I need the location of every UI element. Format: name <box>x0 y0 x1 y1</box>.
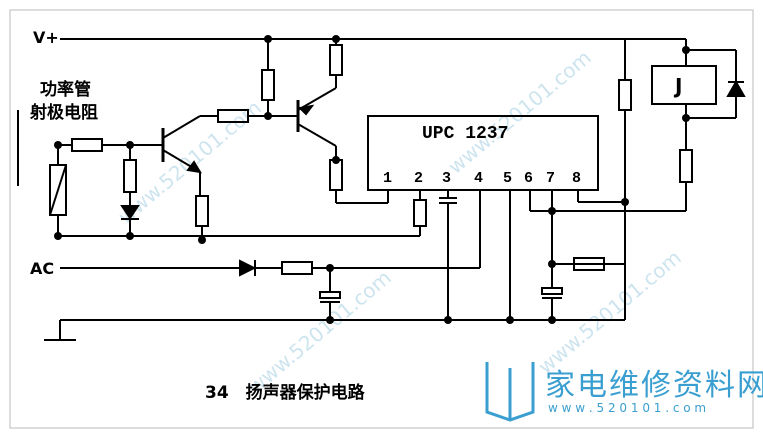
ac-diode <box>239 259 257 277</box>
ic-pin-4: 4 <box>474 170 484 187</box>
pin7-capacitor <box>541 287 563 295</box>
right-resistor <box>618 79 632 111</box>
ac-capacitor <box>319 291 341 299</box>
emitter-label-2: 射极电阻 <box>30 103 98 123</box>
vplus-label: V+ <box>33 28 59 47</box>
relay-j <box>651 65 717 105</box>
input-resistor <box>71 138 103 152</box>
watermark-brand: 家电维修资料网 <box>545 368 763 403</box>
t2-collector-resistor <box>329 159 343 191</box>
relay-diode <box>726 79 746 97</box>
ac-resistor <box>281 261 313 275</box>
relay-resistor <box>679 149 693 183</box>
bias-diode <box>120 205 140 220</box>
ic-pin-7: 7 <box>546 170 556 187</box>
ic-pin-2: 2 <box>414 170 424 187</box>
ic-pin-1: 1 <box>383 170 393 187</box>
diagram-caption: 34 扬声器保护电路 <box>205 383 365 403</box>
ic-pin-3: 3 <box>442 170 452 187</box>
emitter-label-1: 功率管 <box>40 80 91 100</box>
bias-resistor <box>123 159 137 193</box>
watermark-url: w w w . 5 2 0 1 0 1 . c o m <box>548 401 707 415</box>
t2-emitter-resistor <box>329 44 343 76</box>
ic-name: UPC 1237 <box>422 124 509 144</box>
t1-emitter-resistor <box>195 195 209 227</box>
ac-label: AC <box>30 259 55 278</box>
ic-pin-6: 6 <box>524 170 534 187</box>
relay-label: J <box>675 74 683 98</box>
ic-pin-8: 8 <box>572 170 582 187</box>
ic-pin-5: 5 <box>503 170 513 187</box>
pin2-resistor <box>413 199 427 227</box>
t2-base-resistor <box>261 69 275 101</box>
ic-upc1237 <box>367 115 599 191</box>
t1-collector-resistor <box>217 109 249 123</box>
